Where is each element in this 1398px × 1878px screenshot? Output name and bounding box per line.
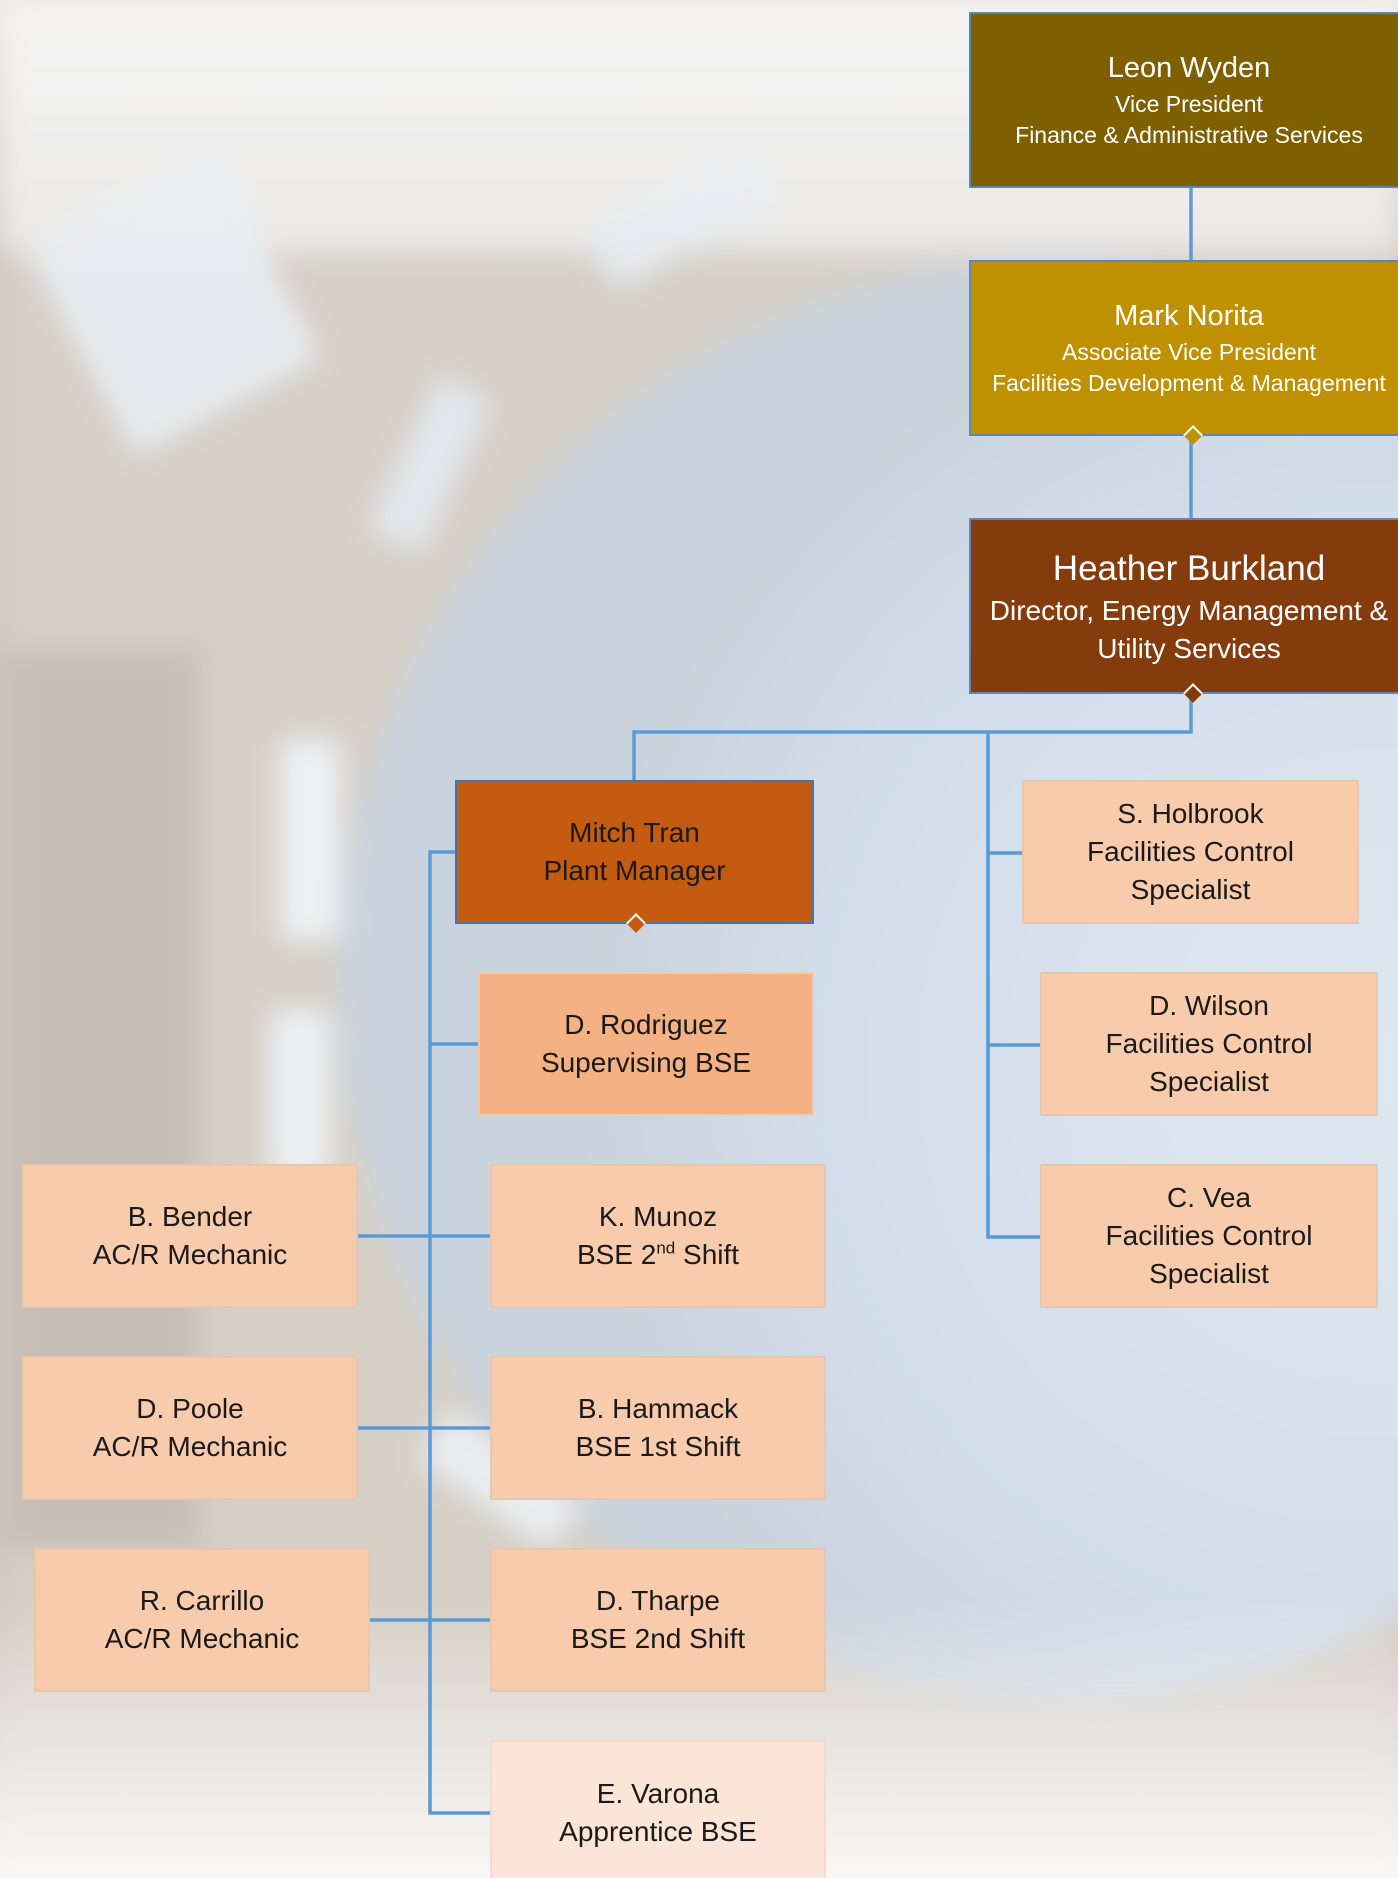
node-vea[interactable]: C. Vea Facilities Control Specialist	[1040, 1164, 1378, 1308]
node-title: Facilities Control	[1105, 1028, 1313, 1060]
node-holbrook[interactable]: S. Holbrook Facilities Control Specialis…	[1022, 780, 1359, 924]
node-name: Heather Burkland	[1052, 548, 1326, 588]
node-name: E. Varona	[596, 1778, 720, 1810]
node-title: Vice President	[1115, 90, 1263, 117]
node-department: Facilities Development & Management	[992, 369, 1386, 396]
node-varona[interactable]: E. Varona Apprentice BSE	[490, 1740, 826, 1878]
node-name: K. Munoz	[598, 1201, 718, 1233]
node-hammack[interactable]: B. Hammack BSE 1st Shift	[490, 1356, 826, 1500]
node-title: Apprentice BSE	[559, 1816, 757, 1847]
node-carrillo[interactable]: R. Carrillo AC/R Mechanic	[34, 1548, 370, 1692]
node-title: Specialist	[1130, 873, 1251, 905]
node-title: BSE 2nd Shift	[570, 1623, 746, 1654]
node-name: B. Bender	[127, 1201, 253, 1233]
node-name: B. Hammack	[577, 1393, 739, 1425]
node-name: S. Holbrook	[1117, 798, 1264, 830]
node-title: BSE 1st Shift	[575, 1431, 741, 1462]
node-title: Director, Energy Management &	[989, 594, 1389, 626]
node-wilson[interactable]: D. Wilson Facilities Control Specialist	[1040, 972, 1378, 1116]
node-name: Mitch Tran	[569, 817, 700, 849]
node-title: AC/R Mechanic	[92, 1431, 288, 1462]
node-name: D. Poole	[136, 1393, 244, 1425]
node-title: Supervising BSE	[540, 1047, 752, 1078]
node-name: D. Rodriguez	[564, 1009, 728, 1041]
node-plant-manager[interactable]: Mitch Tran Plant Manager	[455, 780, 814, 933]
node-name: Mark Norita	[1114, 300, 1264, 333]
node-name: Leon Wyden	[1107, 52, 1271, 85]
node-director[interactable]: Heather Burkland Director, Energy Manage…	[969, 518, 1398, 703]
title-text: BSE 2	[576, 1239, 657, 1270]
node-name: R. Carrillo	[139, 1585, 265, 1617]
node-title: Associate Vice President	[1062, 338, 1316, 365]
node-title: AC/R Mechanic	[104, 1623, 300, 1654]
connector-director-manager	[632, 694, 1193, 780]
node-associate-vice-president[interactable]: Mark Norita Associate Vice President Fac…	[969, 260, 1398, 445]
node-vice-president[interactable]: Leon Wyden Vice President Finance & Admi…	[969, 12, 1398, 188]
node-tharpe[interactable]: D. Tharpe BSE 2nd Shift	[490, 1548, 826, 1692]
node-department: Finance & Administrative Services	[1015, 121, 1363, 148]
node-title: Specialist	[1149, 1257, 1269, 1289]
node-title: BSE 2nd Shift	[577, 1236, 739, 1274]
node-title: Facilities Control	[1105, 1220, 1313, 1252]
connector-director-specialists	[986, 732, 1040, 1239]
node-name: D. Tharpe	[596, 1585, 720, 1617]
node-title: Specialist	[1149, 1065, 1269, 1097]
node-poole[interactable]: D. Poole AC/R Mechanic	[22, 1356, 358, 1500]
node-name: D. Wilson	[1149, 990, 1269, 1022]
node-title: Facilities Control	[1087, 836, 1294, 868]
node-name: C. Vea	[1166, 1182, 1252, 1214]
title-text: Shift	[675, 1239, 740, 1270]
node-bender[interactable]: B. Bender AC/R Mechanic	[22, 1164, 358, 1308]
node-supervising-bse[interactable]: D. Rodriguez Supervising BSE	[478, 972, 814, 1116]
node-munoz[interactable]: K. Munoz BSE 2nd Shift	[490, 1164, 826, 1308]
node-department: Utility Services	[1097, 632, 1281, 664]
node-title: Plant Manager	[543, 855, 726, 886]
title-superscript: nd	[656, 1238, 676, 1258]
node-title: AC/R Mechanic	[92, 1239, 288, 1270]
connector-manager-staff	[428, 850, 490, 1815]
